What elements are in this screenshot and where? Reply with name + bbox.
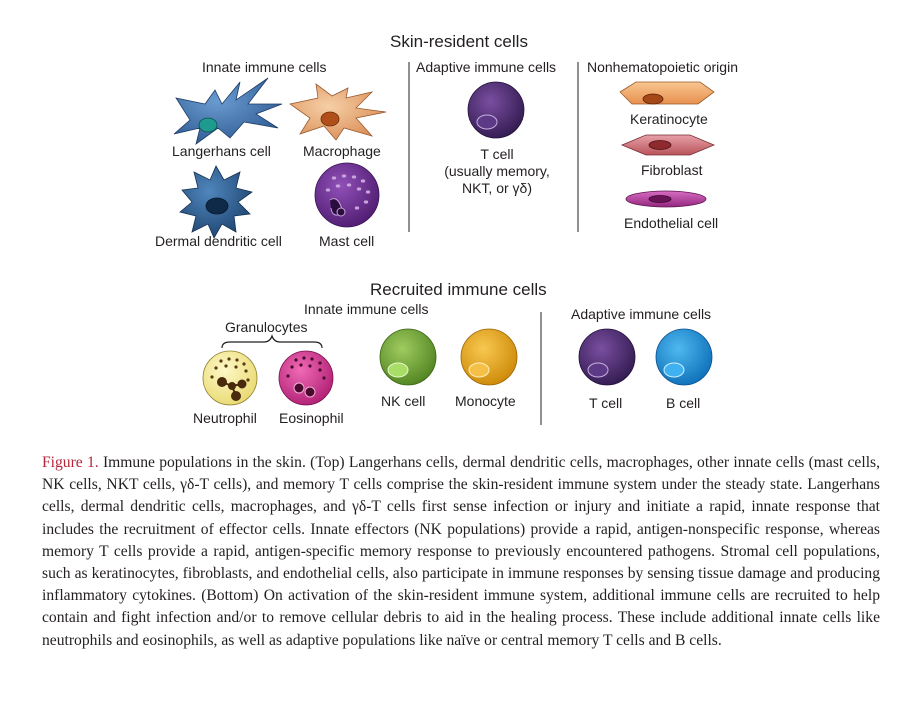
- langerhans-cell-icon: [173, 77, 283, 145]
- endothelial-label: Endothelial cell: [624, 215, 719, 231]
- neutrophil-label: Neutrophil: [193, 410, 257, 426]
- monocyte-icon: [460, 328, 518, 386]
- bottom-innate-header: Innate immune cells: [304, 301, 429, 317]
- nk-cell-label: NK cell: [381, 393, 426, 409]
- macrophage-label: Macrophage: [303, 143, 381, 159]
- b-cell-label: B cell: [666, 395, 701, 411]
- eosinophil-icon: [278, 350, 334, 406]
- t-cell-label-line-3: NKT, or γδ): [461, 180, 533, 196]
- caption-text: Immune populations in the skin. (Top) La…: [42, 454, 880, 649]
- macrophage-icon: [289, 83, 387, 141]
- eosinophil-label: Eosinophil: [279, 410, 344, 426]
- top-adaptive-header: Adaptive immune cells: [416, 59, 557, 75]
- monocyte-label: Monocyte: [455, 393, 516, 409]
- endothelial-cell-icon: [625, 190, 707, 208]
- nk-cell-icon: [379, 328, 437, 386]
- mast-cell-icon: [314, 162, 380, 228]
- figure-caption: Figure 1. Immune populations in the skin…: [42, 452, 880, 652]
- recruited-t-cell-icon: [578, 328, 636, 386]
- dermal-dendritic-cell-icon: [179, 165, 253, 239]
- keratinocyte-label: Keratinocyte: [630, 111, 708, 127]
- fibroblast-label: Fibroblast: [641, 162, 703, 178]
- langerhans-label: Langerhans cell: [172, 143, 271, 159]
- bottom-adaptive-header: Adaptive immune cells: [571, 306, 712, 322]
- keratinocyte-icon: [619, 81, 715, 105]
- b-cell-icon: [655, 328, 713, 386]
- top-section-title: Skin-resident cells: [390, 32, 528, 51]
- fibroblast-icon: [620, 134, 716, 156]
- figure-label: Figure 1.: [42, 454, 99, 471]
- top-innate-header: Innate immune cells: [202, 59, 327, 75]
- top-nonhematopoietic-header: Nonhematopoietic origin: [587, 59, 738, 75]
- resident-t-cell-label: T cell (usually memory, NKT, or γδ): [427, 146, 567, 197]
- granulocytes-label: Granulocytes: [225, 319, 308, 335]
- t-cell-label-line-1: T cell: [480, 146, 514, 162]
- recruited-t-cell-label: T cell: [589, 395, 623, 411]
- granulocytes-bracket: [221, 334, 323, 349]
- t-cell-label-line-2: (usually memory,: [444, 163, 550, 179]
- neutrophil-icon: [202, 350, 258, 406]
- resident-t-cell-icon: [467, 81, 525, 139]
- bottom-section-title: Recruited immune cells: [370, 280, 547, 299]
- mast-cell-label: Mast cell: [319, 233, 375, 249]
- dermal-dendritic-label: Dermal dendritic cell: [155, 233, 282, 249]
